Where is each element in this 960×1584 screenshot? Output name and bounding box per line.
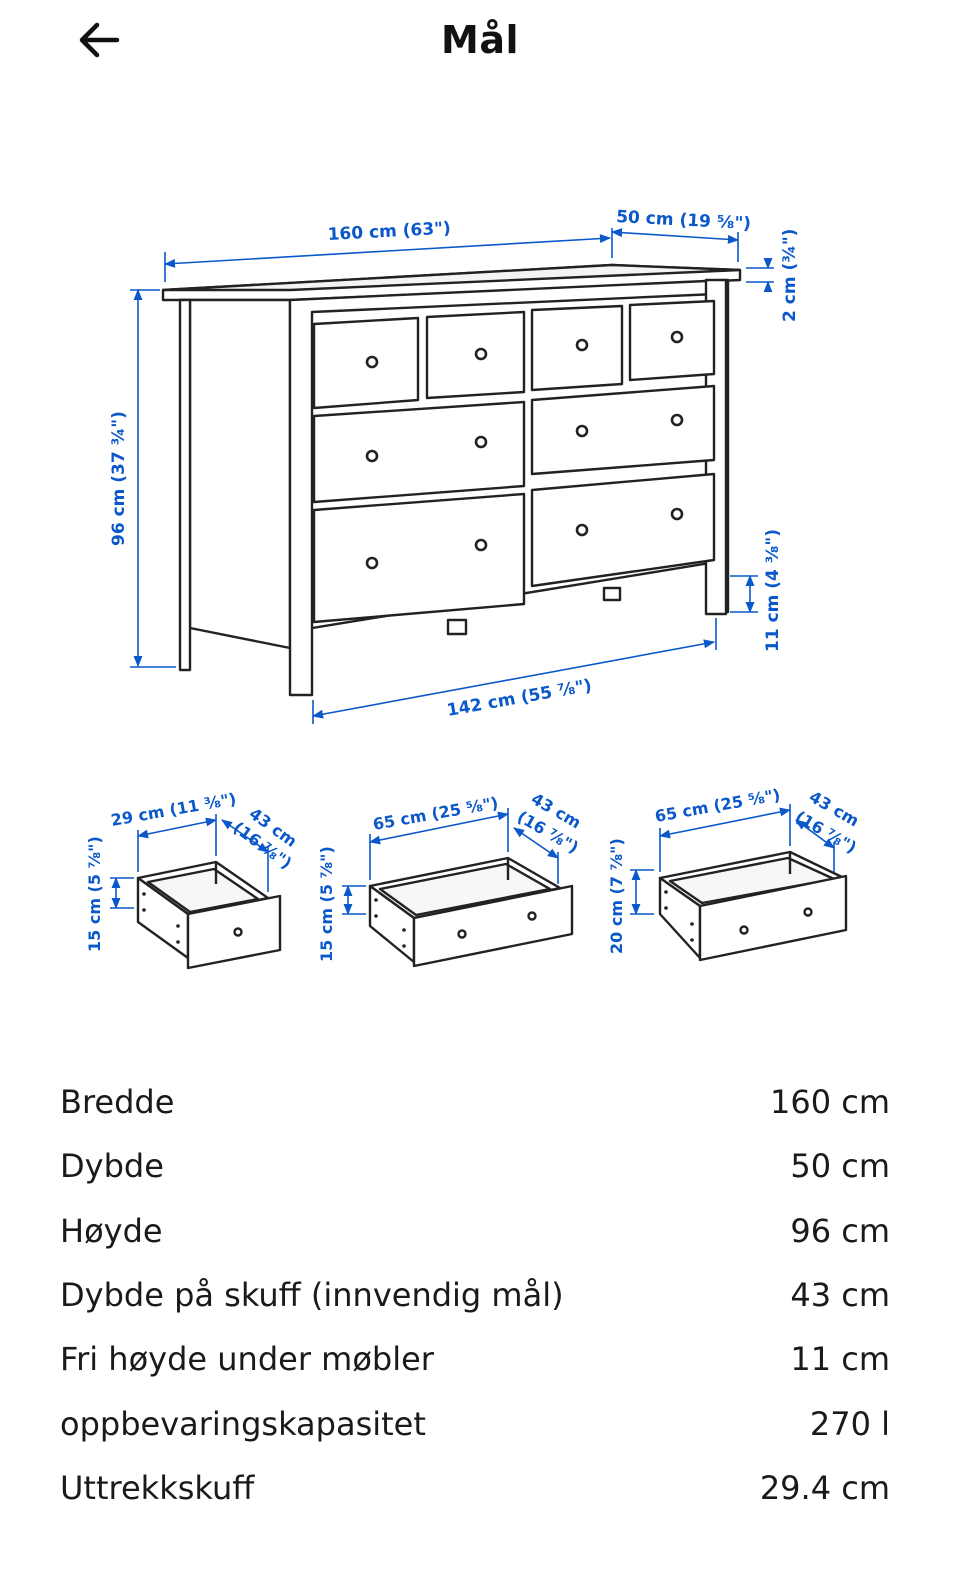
dresser-illustration: 160 cm (63") 50 cm (19 ⅝") 2 cm (¾") 96 … — [85, 207, 862, 970]
spec-row-height: Høyde 96 cm — [60, 1199, 890, 1263]
spec-label: Fri høyde under møbler — [60, 1340, 434, 1379]
spec-row-clearance: Fri høyde under møbler 11 cm — [60, 1327, 890, 1391]
spec-value: 270 l — [809, 1404, 890, 1443]
spec-row-pullout-drawer: Uttrekkskuff 29.4 cm — [60, 1456, 890, 1520]
drawer-2-drawing: 65 cm (25 ⅝") 43 cm (16 ⅞") 15 cm (5 ⅞") — [317, 789, 584, 968]
height-label: 96 cm (37 ¾") — [109, 411, 129, 546]
dimension-specs-list: Bredde 160 cm Dybde 50 cm Høyde 96 cm Dy… — [60, 1070, 890, 1520]
drawer-3-drawing: 65 cm (25 ⅝") 43 cm (16 ⅞") 20 cm (7 ⅞") — [607, 785, 862, 962]
drawer-1-width: 29 cm (11 ⅜") — [109, 789, 237, 830]
spec-value: 96 cm — [790, 1211, 890, 1250]
drawer-knobs — [365, 330, 684, 570]
spec-label: oppbevaringskapasitet — [60, 1404, 426, 1443]
inner-width-label: 142 cm (55 ⅞") — [445, 676, 593, 721]
spec-label: Uttrekkskuff — [60, 1468, 255, 1507]
drawer-3-height: 20 cm (7 ⅞") — [607, 838, 626, 954]
spec-value: 50 cm — [790, 1147, 890, 1186]
spec-label: Bredde — [60, 1083, 175, 1122]
top-bar: Mål — [0, 0, 960, 90]
drawer-1-drawing: 29 cm (11 ⅜") 43 cm (16 ⅞") 15 cm (5 ⅞") — [85, 789, 301, 970]
drawer-3-width: 65 cm (25 ⅝") — [653, 785, 781, 826]
drawer-2-height: 15 cm (5 ⅞") — [317, 846, 336, 962]
spec-value: 43 cm — [790, 1276, 890, 1315]
page-title: Mål — [441, 18, 519, 62]
spec-value: 29.4 cm — [759, 1468, 890, 1507]
spec-label: Dybde på skuff (innvendig mål) — [60, 1276, 564, 1315]
depth-label: 50 cm (19 ⅝") — [616, 207, 752, 234]
spec-label: Høyde — [60, 1211, 163, 1250]
spec-label: Dybde — [60, 1147, 164, 1186]
spec-value: 160 cm — [769, 1083, 890, 1122]
dimension-diagram: 160 cm (63") 50 cm (19 ⅝") 2 cm (¾") 96 … — [0, 160, 960, 1000]
spec-row-depth: Dybde 50 cm — [60, 1134, 890, 1198]
spec-row-drawer-depth: Dybde på skuff (innvendig mål) 43 cm — [60, 1263, 890, 1327]
spec-value: 11 cm — [790, 1340, 890, 1379]
spec-row-width: Bredde 160 cm — [60, 1070, 890, 1134]
spec-row-capacity: oppbevaringskapasitet 270 l — [60, 1391, 890, 1455]
clearance-label: 11 cm (4 ⅜") — [763, 529, 783, 652]
width-label: 160 cm (63") — [327, 219, 451, 245]
back-button[interactable] — [70, 14, 128, 66]
drawer-2-width: 65 cm (25 ⅝") — [371, 793, 499, 834]
arrow-left-icon — [79, 22, 120, 58]
dresser-drawing — [161, 263, 742, 697]
drawer-1-height: 15 cm (5 ⅞") — [85, 836, 104, 952]
top-thickness-label: 2 cm (¾") — [780, 229, 800, 322]
